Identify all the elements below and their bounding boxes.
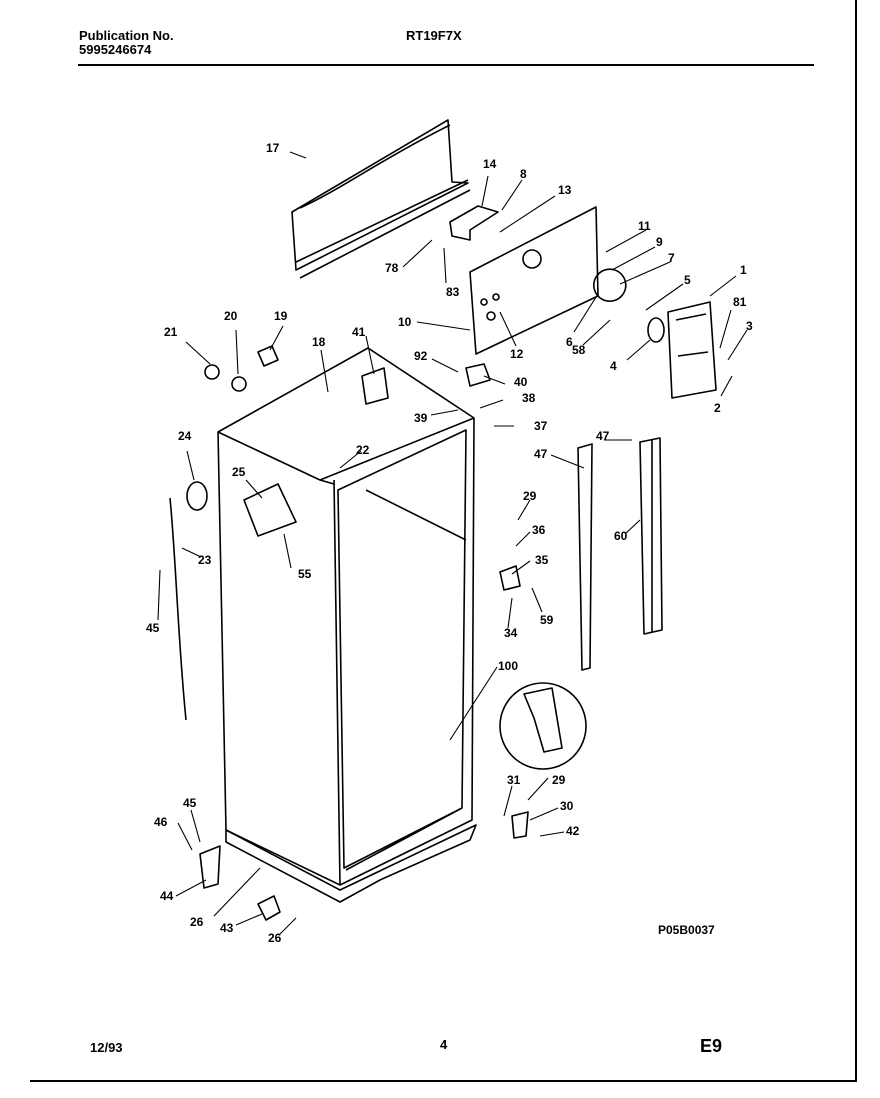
part-label: 13 [558,183,572,197]
part-label: 1 [740,263,747,277]
part-label: 100 [498,659,518,673]
part-label: 6 [566,335,573,349]
part-label: 29 [523,489,537,503]
part-label: 7 [668,251,675,265]
part-label: 37 [534,419,548,433]
part-label: 81 [733,295,747,309]
part-label: 83 [446,285,460,299]
part-label: 14 [483,157,497,171]
part-label: 47 [596,429,610,443]
control-knob-20 [231,376,247,392]
part-label: 20 [224,309,238,323]
knob-19 [257,345,279,367]
part-label: 19 [274,309,288,323]
part-label: 36 [532,523,546,537]
fan-blade [593,268,627,302]
header-divider [78,64,814,66]
part-label: 42 [566,824,580,838]
leader-lines [157,151,748,935]
part-label: 60 [614,529,628,543]
part-label: 43 [220,921,234,935]
detail-bracket [523,687,563,753]
publication-number: 5995246674 [79,42,152,57]
part-label: 59 [540,613,554,627]
part-label: 47 [534,447,548,461]
part-label: 9 [656,235,663,249]
leveler [257,895,281,921]
model-number: RT19F7X [406,28,462,43]
part-label: 58 [572,343,586,357]
cover-40 [465,363,491,387]
part-label: 25 [232,465,246,479]
part-label: 30 [560,799,574,813]
cabinet-base [225,824,477,903]
door-trim-strip [639,437,663,635]
publication-label: Publication No. [79,28,174,43]
part-label: 26 [268,931,282,945]
diagram-artwork [169,119,717,921]
fan-housing [667,301,717,399]
part-label: 3 [746,319,753,333]
part-label: 34 [504,626,518,640]
part-label: 5 [684,273,691,287]
part-label: 55 [298,567,312,581]
part-label: 8 [520,167,527,181]
part-label: 18 [312,335,326,349]
cabinet-interior [337,429,467,871]
part-label: 21 [164,325,178,339]
hinge-bracket [449,205,499,241]
part-label: 45 [146,621,160,635]
control-knob-21 [204,364,220,380]
footer-code: E9 [700,1036,723,1056]
part-label: 10 [398,315,412,329]
back-control-panel [469,206,599,355]
stop-35 [499,565,521,591]
part-label: 24 [178,429,192,443]
part-label: 11 [638,219,651,233]
part-label: 22 [356,443,370,457]
detail-circle [499,682,587,770]
footer-date: 12/93 [90,1040,123,1055]
part-label: 44 [160,889,174,903]
part-label: 45 [183,796,197,810]
hinge-30 [511,811,529,839]
block-41 [361,367,389,405]
figure-id: P05B0037 [658,923,715,937]
part-label: 12 [510,347,524,361]
part-label: 26 [190,915,204,929]
door-gasket-strip [577,443,593,671]
part-label: 39 [414,411,428,425]
trim-wave [299,124,451,209]
part-label: 2 [714,401,721,415]
footer-page: 4 [440,1037,448,1052]
part-label: 35 [535,553,549,567]
part-label: 92 [414,349,428,363]
part-label: 4 [610,359,617,373]
top-trim-panel [291,119,471,279]
cabinet-outline [217,347,475,886]
part-label: 78 [385,261,399,275]
part-label: 29 [552,773,566,787]
part-label: 31 [507,773,521,787]
side-bracket [243,483,297,537]
page-frame [30,0,857,1082]
part-label: 23 [198,553,212,567]
part-label: 46 [154,815,168,829]
part-label: 40 [514,375,528,389]
part-label: 41 [352,325,366,339]
part-label: 17 [266,141,280,155]
tie-rod [169,497,187,721]
hinge-lower [199,845,221,889]
part-label: 38 [522,391,536,405]
